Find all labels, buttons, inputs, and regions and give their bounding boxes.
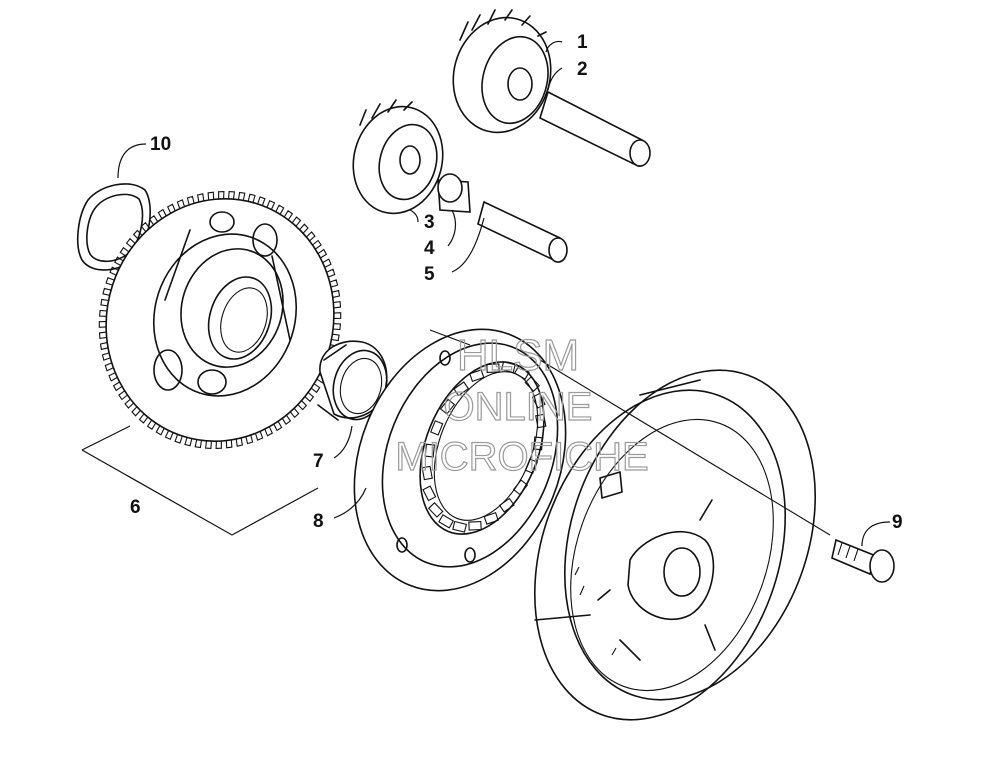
part-6-starter-gear <box>98 191 342 449</box>
clutch-sprags <box>421 361 547 533</box>
leader-lines <box>81 40 891 547</box>
part-8-one-way-clutch <box>353 328 567 592</box>
callout-8: 8 <box>313 511 324 532</box>
assembly-lines <box>429 329 831 536</box>
watermark-line2: ONLINE <box>444 385 593 429</box>
part-3-reduction-gear <box>352 99 444 215</box>
part-2-shaft <box>539 90 651 167</box>
flywheel-rotor <box>533 369 817 721</box>
watermark-line1: HLSM <box>457 331 579 380</box>
callouts: 1 2 10 3 4 5 7 6 8 9 <box>130 32 903 533</box>
callout-1: 1 <box>577 32 588 53</box>
watermark: HLSM ONLINE MICROFICHE <box>395 330 650 479</box>
callout-6: 6 <box>130 497 141 518</box>
part-5-shaft <box>477 200 568 263</box>
part-9-bolt <box>831 538 895 583</box>
callout-2: 2 <box>577 59 588 80</box>
callout-10: 10 <box>150 134 171 155</box>
part-1-idler-gear <box>452 9 552 134</box>
callout-3: 3 <box>424 212 435 233</box>
watermark-line3: MICROFICHE <box>395 435 648 479</box>
part-7-needle-bearing <box>317 340 388 421</box>
callout-9: 9 <box>892 512 903 533</box>
callout-5: 5 <box>424 264 435 285</box>
callout-7: 7 <box>313 451 324 472</box>
part-4-bushing <box>437 173 471 213</box>
callout-4: 4 <box>424 238 435 259</box>
